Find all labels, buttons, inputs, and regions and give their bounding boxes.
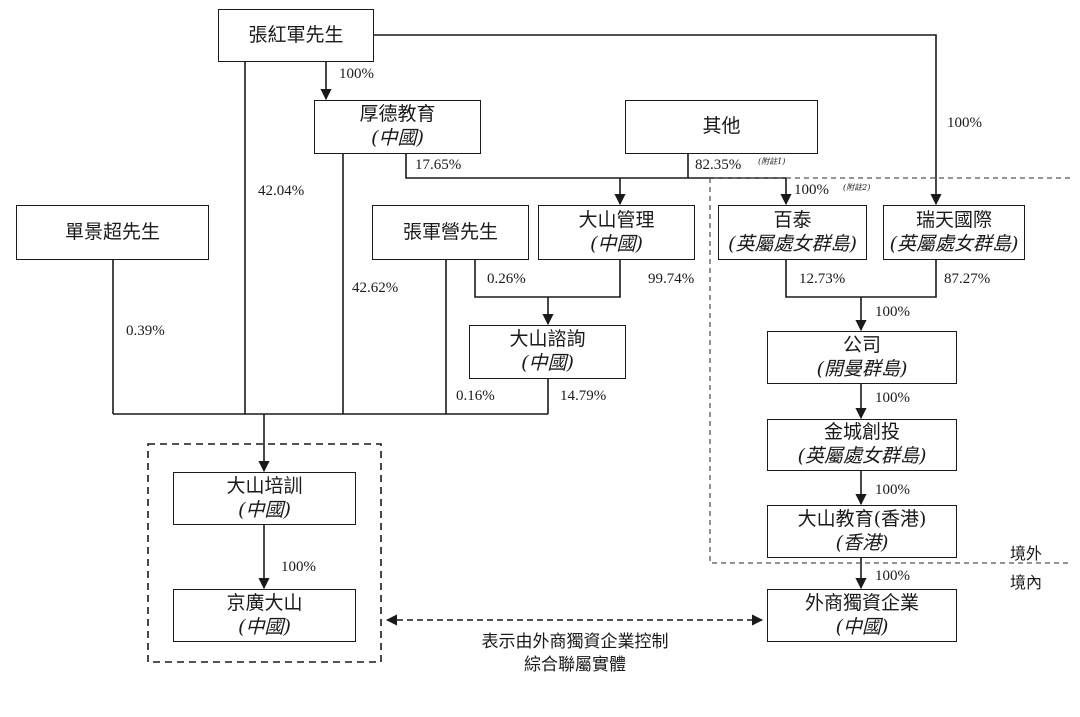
node-label: 公司 xyxy=(842,333,881,356)
node-label: 瑞天國際 xyxy=(915,208,992,231)
node-dashan-consult: 大山諮詢 (中國) xyxy=(469,325,626,379)
legend-line-1: 表示由外商獨資企業控制 xyxy=(481,632,669,652)
node-jurisdiction: (英屬處女群島) xyxy=(797,445,927,467)
pct-ruitian-to-company: 87.27% xyxy=(944,271,991,287)
node-jurisdiction: (中國) xyxy=(371,127,424,149)
legend-line-2: 綜合聯屬實體 xyxy=(524,654,626,675)
node-jurisdiction: (英屬處女群島) xyxy=(728,232,857,255)
note-1: (附註1) xyxy=(758,157,786,166)
node-jurisdiction: (香港) xyxy=(835,531,889,554)
node-label: 大山管理 xyxy=(578,208,655,231)
pct-company-to-jincheng: 100% xyxy=(875,390,910,406)
node-others: 其他 xyxy=(625,100,818,154)
node-jingguang: 京廣大山 (中國) xyxy=(173,589,356,642)
pct-others-to-mgmt: 82.35% xyxy=(695,157,742,173)
node-label: 單景超先生 xyxy=(64,220,160,243)
node-label: 大山教育(香港) xyxy=(797,507,927,530)
pct-zhang-direct: 42.04% xyxy=(258,183,305,199)
node-zhang-junying: 張軍營先生 xyxy=(372,205,529,260)
pct-zhangjy-to-training: 0.16% xyxy=(456,388,495,404)
node-ruitian: 瑞天國際 (英屬處女群島) xyxy=(883,205,1025,260)
pct-zhang-to-houde: 100% xyxy=(339,66,374,82)
node-shan-jingchao: 單景超先生 xyxy=(16,205,209,260)
pct-baitai-to-company: 12.73% xyxy=(799,271,846,287)
pct-shan-to-training: 0.39% xyxy=(126,323,165,339)
node-label: 外商獨資企業 xyxy=(804,591,919,614)
region-offshore-label: 境外 xyxy=(1010,544,1043,563)
legend-text: 表示由外商獨資企業控制 綜合聯屬實體 xyxy=(440,631,710,677)
node-label: 厚德教育 xyxy=(359,103,436,126)
pct-houde-to-mgmt: 17.65% xyxy=(415,157,462,173)
node-dashan-training: 大山培訓 (中國) xyxy=(173,472,356,525)
node-jincheng: 金城創投 (英屬處女群島) xyxy=(767,419,957,471)
node-label: 百泰 xyxy=(773,208,812,231)
node-wfoe: 外商獨資企業 (中國) xyxy=(767,589,957,642)
node-label: 張軍營先生 xyxy=(402,220,498,243)
pct-houde-to-training: 42.62% xyxy=(352,280,399,296)
node-dashan-hk: 大山教育(香港) (香港) xyxy=(767,505,957,558)
node-jurisdiction: (中國) xyxy=(835,615,889,638)
pct-consult-to-training: 14.79% xyxy=(560,388,607,404)
node-jurisdiction: (英屬處女群島) xyxy=(889,232,1019,255)
node-jurisdiction: (中國) xyxy=(521,352,574,374)
node-label: 張紅軍先生 xyxy=(248,23,344,46)
pct-hk-to-wfoe: 100% xyxy=(875,568,910,584)
node-houde: 厚德教育 (中國) xyxy=(314,100,481,154)
pct-jincheng-to-hk: 100% xyxy=(875,482,910,498)
node-zhang-hongjun: 張紅軍先生 xyxy=(218,9,374,62)
node-label: 京廣大山 xyxy=(226,591,303,614)
pct-mgmt-to-consult: 99.74% xyxy=(648,271,695,287)
node-label: 金城創投 xyxy=(823,421,900,444)
node-label: 大山培訓 xyxy=(226,474,303,497)
node-baitai: 百泰 (英屬處女群島) xyxy=(718,205,867,260)
node-company: 公司 (開曼群島) xyxy=(767,331,957,384)
node-dashan-mgmt: 大山管理 (中國) xyxy=(538,205,695,260)
pct-others-to-baitai: 100% xyxy=(794,182,829,198)
node-label: 其他 xyxy=(702,115,741,138)
node-jurisdiction: (中國) xyxy=(590,232,643,255)
pct-zhangjy-to-consult: 0.26% xyxy=(487,271,526,287)
node-label: 大山諮詢 xyxy=(509,328,586,351)
pct-company-label: 100% xyxy=(875,304,910,320)
node-jurisdiction: (中國) xyxy=(238,615,291,638)
pct-zhang-to-ruitian: 100% xyxy=(947,115,982,131)
region-onshore-label: 境內 xyxy=(1010,573,1043,592)
pct-training-to-jingguang: 100% xyxy=(281,559,316,575)
node-jurisdiction: (中國) xyxy=(238,498,291,521)
note-2: (附註2) xyxy=(843,183,871,192)
node-jurisdiction: (開曼群島) xyxy=(816,357,908,380)
